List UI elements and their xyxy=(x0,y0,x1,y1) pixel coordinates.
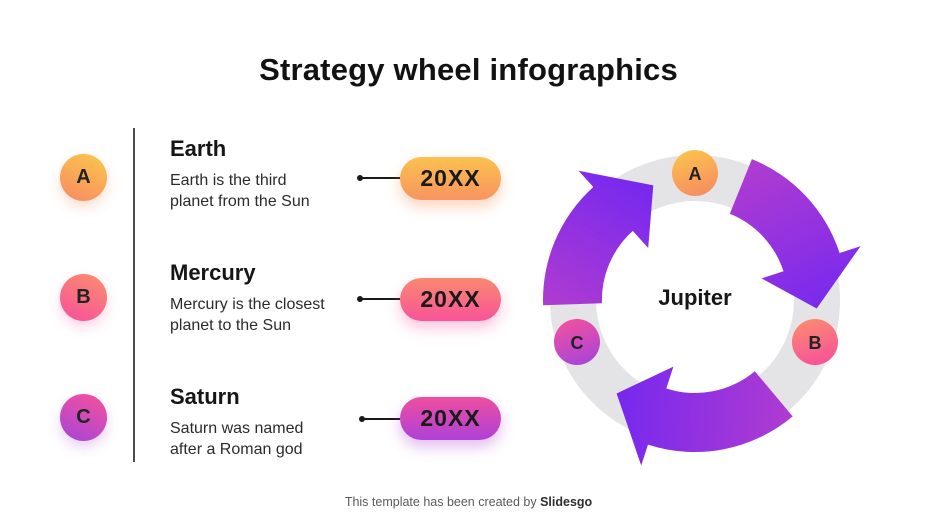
wheel-node-letter-a: A xyxy=(689,164,702,184)
strategy-wheel-diagram: A B C Jupiter xyxy=(543,150,861,466)
wheel-center-label: Jupiter xyxy=(658,285,732,310)
wheel-arrow-right xyxy=(729,159,861,309)
wheel-arrow-left xyxy=(543,170,654,306)
badge-letter: C xyxy=(76,406,91,428)
wheel-node-c xyxy=(554,319,600,365)
footer-brand: Slidesgo xyxy=(540,495,593,509)
footer-credit: This template has been created by Slides… xyxy=(0,495,937,509)
connector-line xyxy=(357,296,400,302)
wheel-node-letter-b: B xyxy=(809,333,822,353)
connector-line xyxy=(357,175,400,181)
year-pill-saturn: 20XX xyxy=(400,397,501,440)
section-heading: Mercury xyxy=(170,260,256,285)
connector-line xyxy=(359,416,400,422)
list-badge-c: C xyxy=(60,394,107,441)
list-badge-b: B xyxy=(60,274,107,321)
badge-letter: B xyxy=(76,286,91,308)
vertical-divider xyxy=(133,128,135,462)
section-heading: Saturn xyxy=(170,384,240,409)
page-title: Strategy wheel infographics xyxy=(259,52,678,87)
badge-letter: A xyxy=(76,166,91,188)
year-pill-earth: 20XX xyxy=(400,157,501,200)
footer-text: This template has been created by xyxy=(344,495,537,509)
wheel-node-b xyxy=(792,319,838,365)
year-pill-mercury: 20XX xyxy=(400,278,501,321)
section-heading: Earth xyxy=(170,136,227,161)
list-badge-a: A xyxy=(60,154,107,201)
wheel-node-a xyxy=(672,150,718,196)
wheel-node-letter-c: C xyxy=(571,333,584,353)
wheel-arrow-bottom xyxy=(616,366,793,466)
